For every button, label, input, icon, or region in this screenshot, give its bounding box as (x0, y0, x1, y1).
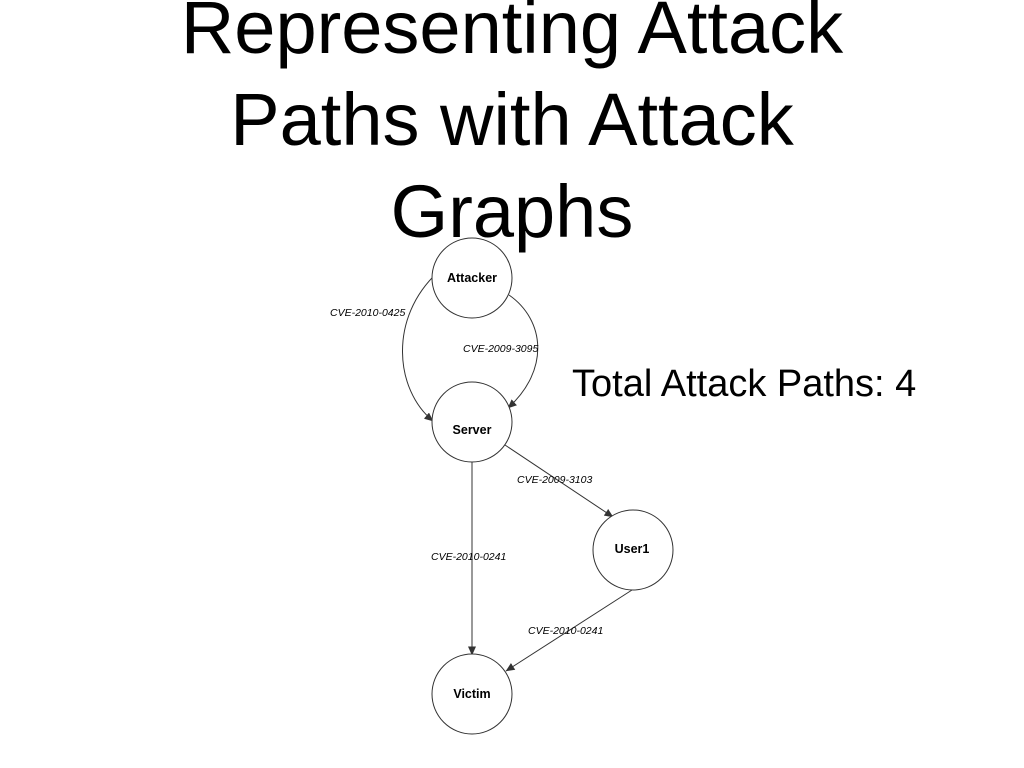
edge-label-server-victim: CVE-2010-0241 (431, 551, 506, 563)
node-attacker: Attacker (431, 237, 513, 319)
node-victim: Victim (431, 653, 513, 735)
edge-attacker-server-0425 (402, 271, 439, 422)
edge-server-user1 (504, 444, 614, 518)
edge-label-user1-victim: CVE-2010-0241 (528, 625, 603, 637)
edge-user1-victim (505, 589, 633, 672)
node-label-attacker: Attacker (447, 271, 497, 285)
edge-attacker-server-3095 (507, 294, 539, 409)
total-attack-paths: Total Attack Paths: 4 (572, 363, 917, 405)
node-label-user1: User1 (615, 542, 650, 556)
node-label-victim: Victim (453, 687, 490, 701)
node-user1: User1 (592, 509, 674, 591)
edge-label-attacker-server-3095: CVE-2009-3095 (463, 343, 538, 355)
edge-label-server-user1: CVE-2009-3103 (517, 474, 592, 486)
edge-label-attacker-server-0425: CVE-2010-0425 (330, 307, 405, 319)
node-label-server: Server (453, 423, 492, 437)
node-server: Server (431, 381, 513, 463)
slide-title: Representing Attack Paths with Attack Gr… (180, 0, 844, 253)
